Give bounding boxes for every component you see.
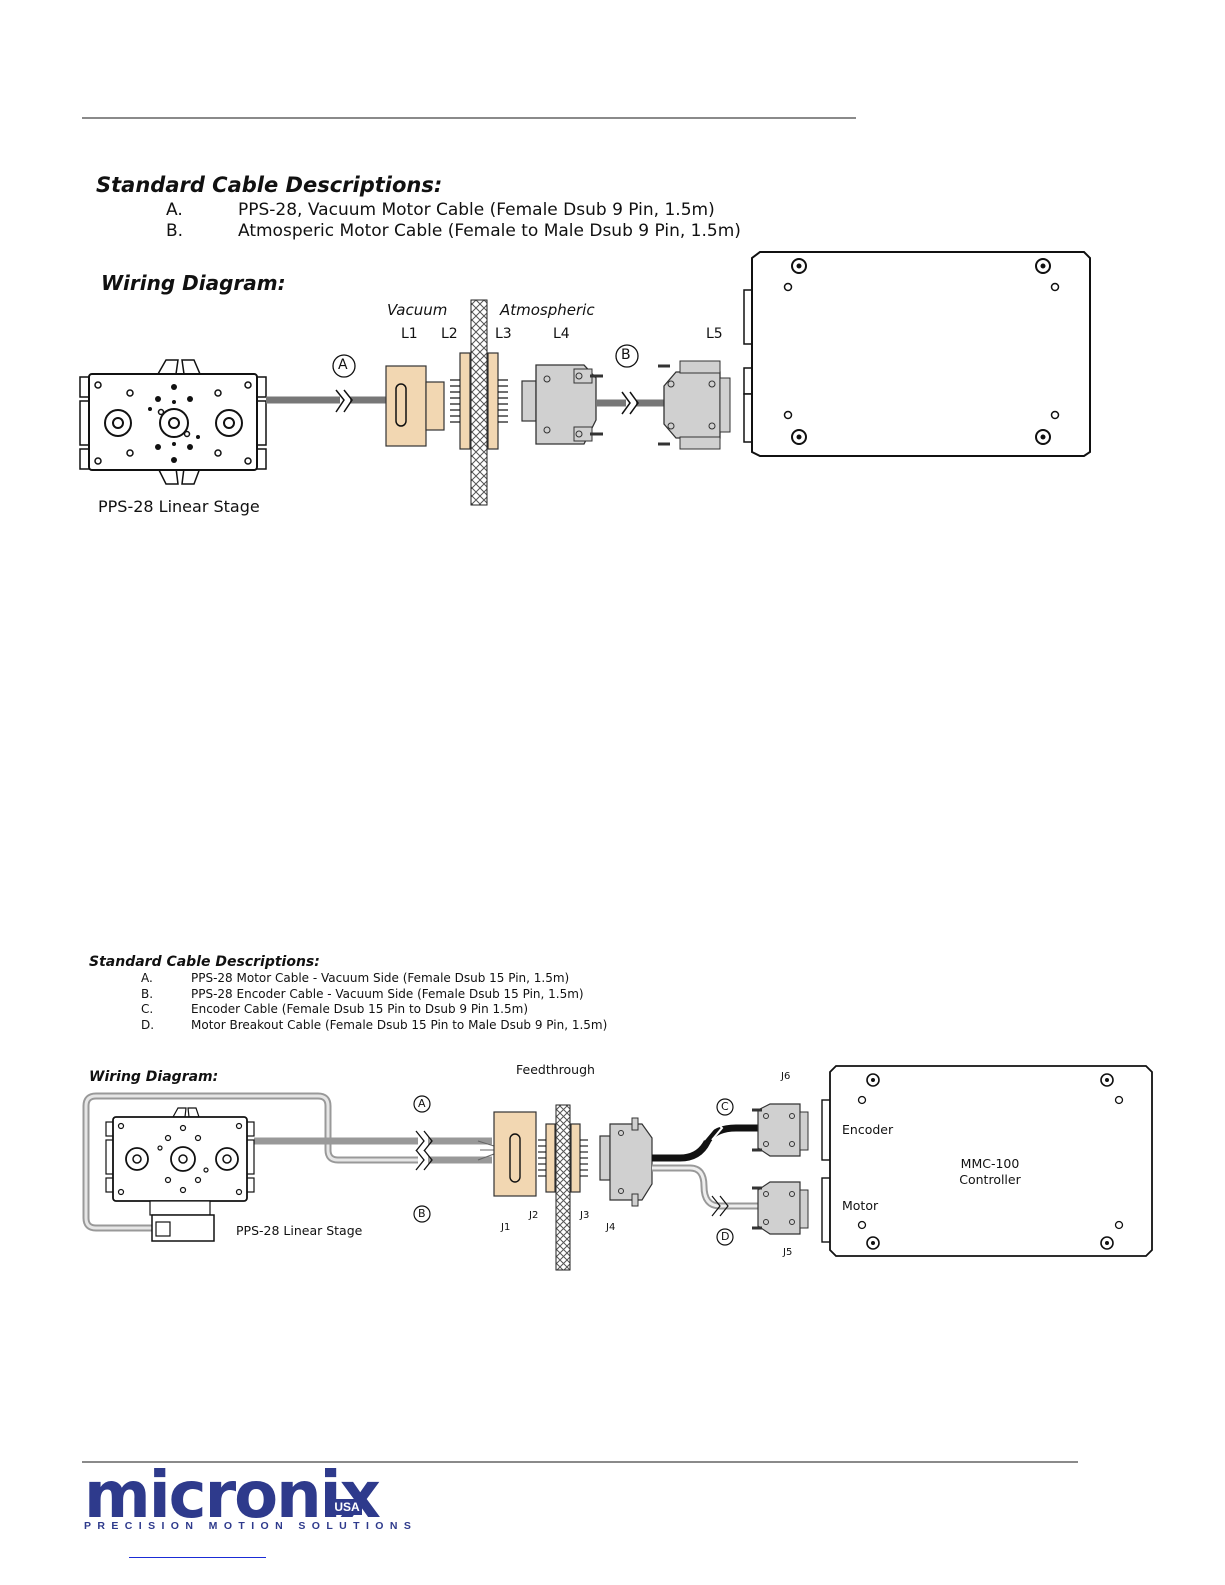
section1-title: Standard Cable Descriptions: [96,173,443,197]
item-text: PPS-28 Motor Cable - Vacuum Side (Female… [191,971,570,985]
connector-j1 [493,1111,537,1197]
cable-b [596,344,664,415]
label-j1: J1 [501,1222,511,1233]
label-l1: L1 [401,326,418,342]
cable-d [652,1164,760,1246]
motor-port-label: Motor [842,1198,879,1213]
linear-stage-2 [105,1107,255,1242]
connector-l5 [658,360,731,450]
item-text: PPS-28 Encoder Cable - Vacuum Side (Fema… [191,987,584,1001]
logo-usa-badge: USA [332,1499,362,1515]
controller-name: MMC-100 Controller [940,1156,1040,1188]
wiring-diagram-1 [79,251,1091,506]
label-j3: J3 [580,1210,590,1221]
cable-b-letter-2: B [418,1207,426,1220]
cable-b-2 [82,1092,492,1232]
item-letter: A. [166,200,183,220]
connector-l4 [521,364,603,445]
atmospheric-label: Atmospheric [500,301,595,319]
item-text: Motor Breakout Cable (Female Dsub 15 Pin… [191,1018,608,1032]
section1-wiring-title: Wiring Diagram: [101,271,286,295]
section2-item-b: B. PPS-28 Encoder Cable - Vacuum Side (Fe… [141,987,584,1001]
cable-a-2 [254,1095,495,1161]
item-letter: A. [141,971,153,985]
item-letter: B. [141,987,154,1001]
section2-item-c: C. Encoder Cable (Female Dsub 15 Pin to D… [141,1002,528,1016]
wiring-diagram-2 [82,1065,1153,1271]
vacuum-label: Vacuum [387,301,448,319]
stage-label-2: PPS-28 Linear Stage [236,1223,363,1238]
label-l3: L3 [495,326,512,342]
item-letter: C. [141,1002,154,1016]
footer-link-underline[interactable] [129,1557,266,1558]
cable-b-letter: B [621,347,631,363]
section1-item-b: B. Atmosperic Motor Cable (Female to Male… [166,221,741,241]
cable-b-marker [615,344,639,368]
section2-item-a: A. PPS-28 Motor Cable - Vacuum Side (Fema… [141,971,569,985]
stage-label: PPS-28 Linear Stage [98,497,260,516]
section2-title: Standard Cable Descriptions: [89,954,320,970]
label-j5: J5 [783,1247,793,1258]
section2-item-d: D. Motor Breakout Cable (Female Dsub 15 P… [141,1018,607,1032]
controller-type: Controller [959,1172,1021,1187]
linear-stage [79,359,267,485]
item-letter: D. [141,1018,155,1032]
label-l4: L4 [553,326,570,342]
item-letter: B. [166,221,184,241]
cable-a-letter: A [338,357,348,373]
cable-a-marker [332,354,356,378]
item-text: Encoder Cable (Female Dsub 15 Pin to Dsu… [191,1002,529,1016]
cable-d-letter: D [721,1230,730,1243]
feedthrough-flange-2 [538,1104,588,1271]
cable-c [652,1098,760,1162]
feedthrough-label: Feedthrough [516,1062,595,1077]
top-divider [82,117,856,119]
cable-a [266,354,388,413]
micronix-logo: micronix [84,1459,381,1533]
controller-model: MMC-100 [960,1156,1020,1171]
controller-box-2 [821,1065,1153,1257]
label-j4: J4 [606,1222,616,1233]
connector-j5 [752,1181,809,1235]
section1-item-a: A. PPS-28, Vacuum Motor Cable (Female Dsu… [166,200,715,220]
connector-j4 [599,1117,653,1207]
logo-tagline: PRECISION MOTION SOLUTIONS [84,1520,418,1532]
label-l2: L2 [441,326,458,342]
connector-j6 [752,1103,809,1157]
bottom-divider [82,1461,1078,1463]
feedthrough-flange-1 [450,299,508,506]
item-text: PPS-28, Vacuum Motor Cable (Female Dsub … [238,200,715,220]
cable-c-letter: C [721,1100,729,1113]
label-j6: J6 [781,1071,791,1082]
section2-wiring-title: Wiring Diagram: [89,1069,219,1085]
label-j2: J2 [529,1210,539,1221]
label-l5: L5 [706,326,723,342]
encoder-port-label: Encoder [842,1122,894,1137]
connector-l1 [385,365,445,447]
controller-box-1 [743,251,1091,457]
cable-a-letter-2: A [418,1097,426,1110]
item-text: Atmosperic Motor Cable (Female to Male D… [238,221,741,241]
